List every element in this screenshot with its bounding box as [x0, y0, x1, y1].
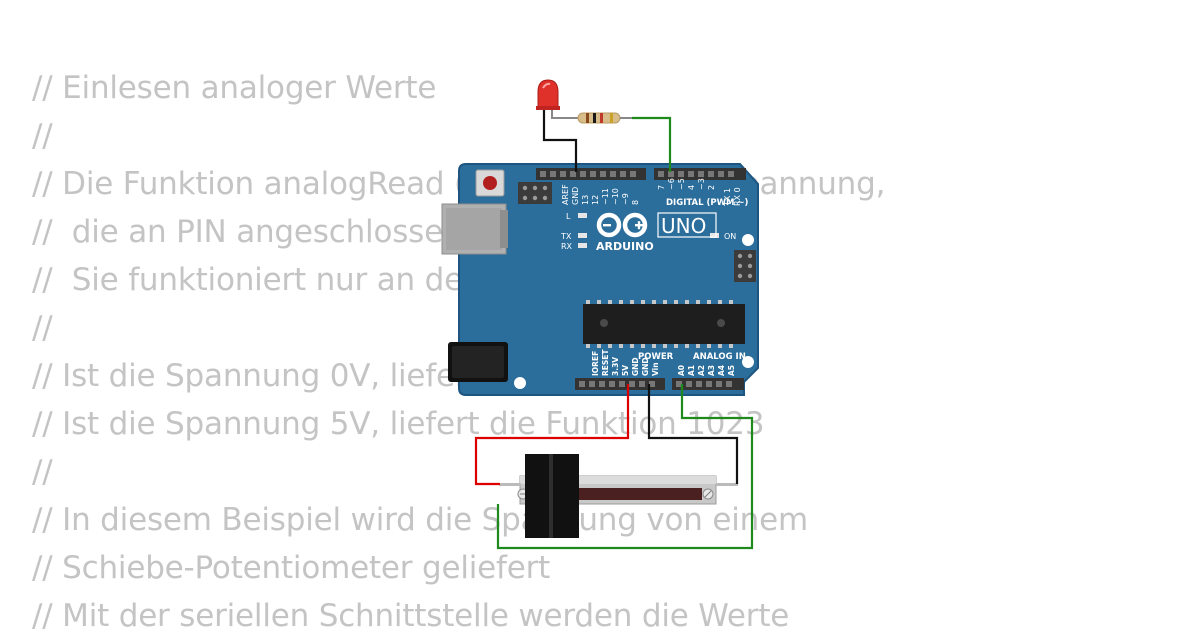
digital-pin-labels: AREF GND 13 12 ~11 ~10 ~9 8 7 ~6 ~5 4 ~3… [561, 178, 742, 207]
led-label-tx: TX [560, 232, 572, 241]
code-line: // [32, 310, 53, 346]
pin-label: A1 [687, 365, 696, 376]
led-anode-leg [551, 110, 578, 119]
wire-led-gnd [542, 110, 578, 172]
pin-label: ~10 [611, 188, 620, 205]
pin-label: 7 [657, 185, 666, 190]
code-line: // In diesem Beispiel wird die Spannung … [32, 502, 808, 538]
pin-label: Vin [651, 362, 660, 376]
wire-5v-red [474, 384, 630, 486]
pin-label: GND [641, 357, 650, 376]
code-line: // [32, 454, 53, 490]
icsp-header-right [734, 250, 756, 282]
arduino-logo-icon [596, 212, 648, 238]
red-led[interactable] [536, 79, 560, 110]
wire-gnd-black [647, 384, 739, 484]
pin-label: A4 [717, 365, 726, 376]
pin-label: 3.3V [611, 357, 620, 376]
power-pin-labels: IOREF RESET 3.3V 5V GND GND Vin [591, 349, 660, 376]
model-box [657, 212, 717, 238]
pin-label: RX 0 [733, 187, 742, 206]
analog-label: ANALOG IN [693, 352, 746, 362]
power-header[interactable] [575, 378, 744, 390]
code-line: // Einlesen analoger Werte [32, 70, 437, 106]
wire-a0-green [496, 384, 754, 550]
pin-label: TX 1 [723, 188, 732, 207]
status-leds: L TX RX ON [560, 212, 736, 251]
pin-label: 13 [581, 195, 590, 205]
resistor[interactable] [577, 112, 621, 124]
code-line: // Mit der seriellen Schnittstelle werde… [32, 598, 790, 634]
model-label: UNO [661, 214, 706, 238]
reset-button[interactable] [483, 176, 497, 190]
pin-label: GND [571, 187, 580, 205]
pin-label: ~5 [677, 178, 686, 190]
pin-label: RESET [601, 349, 610, 376]
pin-label: GND [631, 357, 640, 376]
mounting-hole [742, 234, 754, 246]
pin-label: A3 [707, 365, 716, 376]
arduino-board[interactable]: AREF GND 13 12 ~11 ~10 ~9 8 7 ~6 ~5 4 ~3… [441, 163, 759, 396]
analog-pin-labels: A0 A1 A2 A3 A4 A5 [677, 365, 736, 376]
code-line: // Schiebe-Potentiometer geliefert [32, 550, 551, 586]
power-jack-inner [452, 346, 504, 378]
code-line: // Ist die Spannung 5V, liefert die Funk… [32, 406, 765, 442]
slide-potentiometer[interactable] [499, 454, 738, 538]
pin-label: 12 [591, 195, 600, 205]
pin-label: ~6 [667, 178, 676, 190]
pin-label: 8 [631, 200, 640, 205]
digital-label: DIGITAL (PWM ~) [666, 198, 748, 208]
digital-header[interactable] [536, 168, 746, 180]
power-label: POWER [638, 352, 674, 362]
code-line: // [32, 118, 53, 154]
wire-resistor-pin6 [632, 116, 672, 172]
led-label-l: L [566, 212, 571, 221]
pin-label: A2 [697, 365, 706, 376]
pin-label: ~3 [697, 178, 706, 190]
pin-label: ~11 [601, 188, 610, 205]
pin-label: IOREF [591, 351, 600, 376]
mounting-hole [742, 356, 754, 368]
pin-label: ~9 [621, 193, 630, 205]
pin-label: 5V [621, 365, 630, 376]
pin-label: A0 [677, 365, 686, 376]
pin-label: 2 [707, 185, 716, 190]
usb-port-inner [446, 208, 502, 250]
icsp-header [518, 182, 552, 204]
microcontroller-chip [583, 300, 745, 348]
mounting-hole [514, 377, 526, 389]
brand-label: ARDUINO [596, 240, 654, 253]
led-label-rx: RX [561, 242, 573, 251]
led-label-on: ON [724, 232, 736, 241]
pin-label: 4 [687, 185, 696, 190]
usb-port-edge [500, 210, 508, 248]
pin-label: AREF [561, 184, 570, 205]
pin-label: A5 [727, 365, 736, 376]
